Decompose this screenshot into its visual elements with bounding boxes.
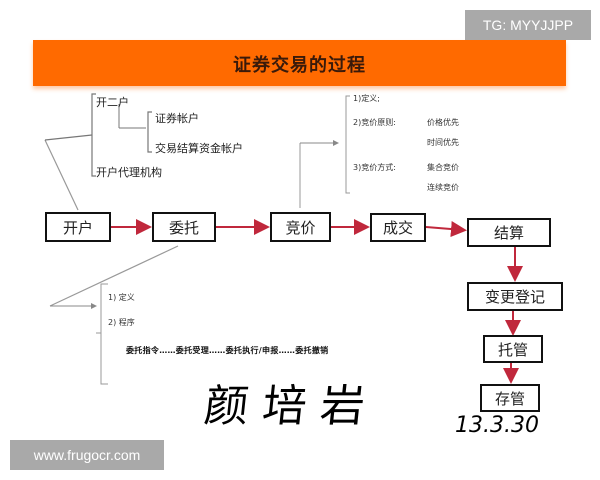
bidding-principle-label: 2)竞价原则: [353,118,396,127]
method-call-auction: 集合竞价 [427,163,459,172]
step-settlement: 结算 [467,218,551,247]
bidding-definition: 1)定义; [353,94,380,103]
handwritten-date: 13.3.30 [455,413,539,438]
step-open-account: 开户 [45,212,111,242]
account-agency: 开户代理机构 [96,166,162,179]
bidding-method-label: 3)竞价方式: [353,163,396,172]
entrust-procedure: 2) 程序 [108,318,135,327]
step-deposit: 存管 [480,384,540,412]
entrust-steps: 委托指令……委托受理……委托执行/申报……委托撤销 [126,346,329,355]
watermark-tg: TG: MYYJJPP [465,10,591,40]
method-continuous-auction: 连续竞价 [427,183,459,192]
step-custody: 托管 [483,335,543,363]
fund-account: 交易结算资金帐户 [155,142,243,155]
principle-price-first: 价格优先 [427,118,459,127]
step-transfer-registration: 变更登记 [467,282,563,311]
step-entrust: 委托 [152,212,216,242]
watermark-site: www.frugocr.com [10,440,164,470]
principle-time-first: 时间优先 [427,138,459,147]
entrust-definition: 1) 定义 [108,293,135,302]
step-deal: 成交 [370,213,426,242]
open-two-accounts: 开二户 [96,96,129,109]
securities-account: 证券帐户 [155,112,199,125]
diagram-title: 证券交易的过程 [233,55,366,76]
step-bidding: 竞价 [270,212,331,242]
title-banner: 证券交易的过程 [33,40,566,86]
handwritten-signature: 颜培岩 [201,381,382,432]
